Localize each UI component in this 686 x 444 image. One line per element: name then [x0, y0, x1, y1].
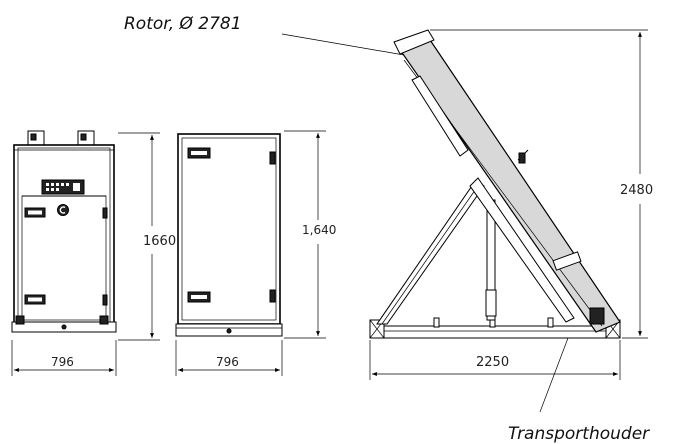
transport-label: Transporthouder: [508, 424, 650, 444]
side-width-label: 796: [216, 355, 239, 369]
side-height-label: 1,640: [302, 223, 336, 237]
front-width-label: 796: [51, 355, 74, 369]
front-height-dimension: 1660: [118, 132, 176, 341]
transport-height-dimension: 2480: [430, 29, 653, 339]
front-width-dimension: 796: [11, 340, 117, 376]
transport-width-dimension: 2250: [369, 340, 621, 380]
front-height-label: 1660: [143, 234, 176, 249]
transport-height-label: 2480: [620, 183, 653, 198]
side-width-dimension: 796: [175, 340, 283, 376]
unit-front-view: [11, 130, 117, 333]
transport-width-label: 2250: [476, 355, 509, 370]
rotor-label: Rotor, Ø 2781: [124, 14, 242, 34]
transport-frame-view: [369, 29, 621, 339]
side-height-dimension: 1,640: [284, 130, 336, 339]
transport-callout: Transporthouder: [508, 337, 650, 444]
rotor-callout: Rotor, Ø 2781: [124, 14, 405, 56]
unit-side-view: [175, 133, 283, 337]
